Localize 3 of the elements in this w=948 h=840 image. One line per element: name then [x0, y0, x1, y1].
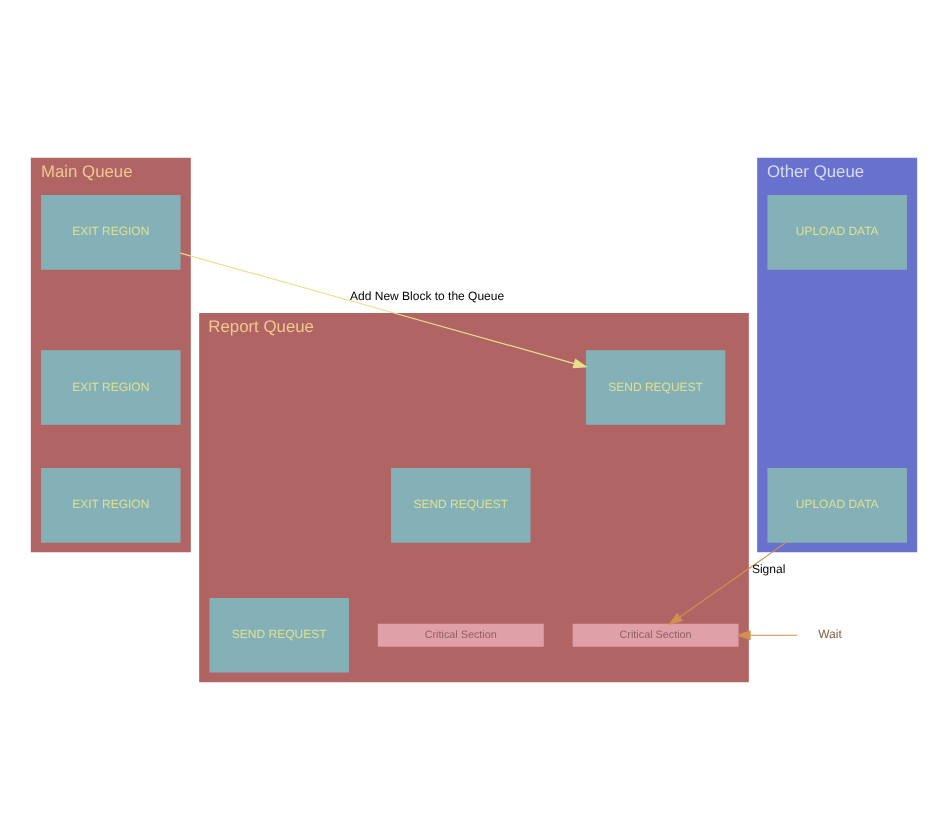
arrow: [736, 630, 798, 641]
arrow: [179, 252, 588, 369]
arrow: [668, 541, 788, 626]
